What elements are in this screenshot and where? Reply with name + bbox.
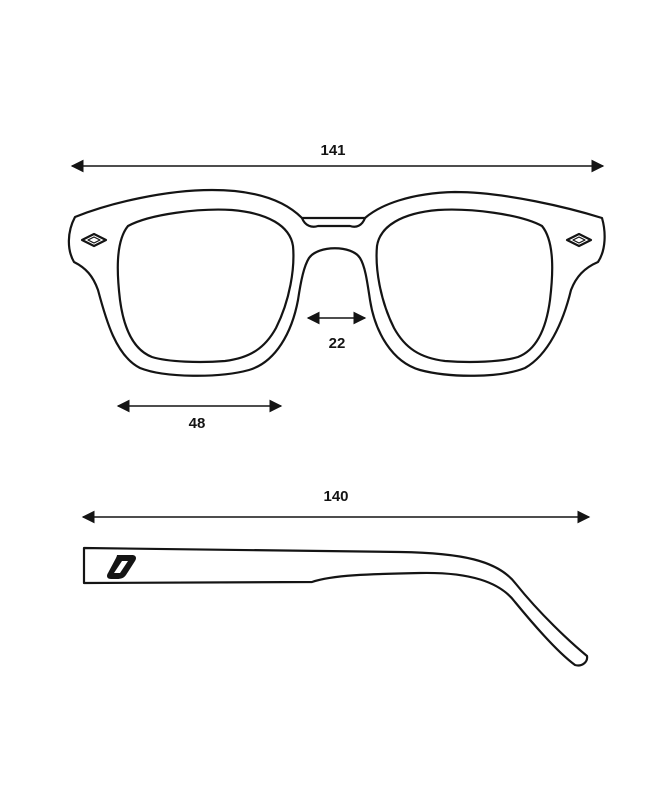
total-width-label: 141 — [320, 142, 345, 159]
temple-arm-side-view — [82, 546, 589, 667]
left-lens — [116, 208, 295, 364]
temple-length-dimension: 140 — [81, 488, 591, 524]
right-lens — [375, 208, 554, 364]
front-view — [67, 188, 606, 377]
temple-length-label: 140 — [323, 488, 348, 505]
total-width-dimension: 141 — [70, 142, 605, 173]
lens-width-dimension: 48 — [116, 399, 283, 432]
brand-logo-icon — [107, 555, 136, 579]
temple-arm-outline — [82, 546, 589, 667]
lens-width-label: 48 — [189, 415, 206, 432]
bridge-width-dimension: 22 — [306, 311, 367, 352]
front-frame-outline — [67, 188, 606, 377]
bridge-width-label: 22 — [329, 335, 346, 352]
bridge-top-line — [300, 217, 367, 228]
left-rivet-icon — [80, 232, 108, 248]
right-rivet-icon — [565, 232, 593, 248]
